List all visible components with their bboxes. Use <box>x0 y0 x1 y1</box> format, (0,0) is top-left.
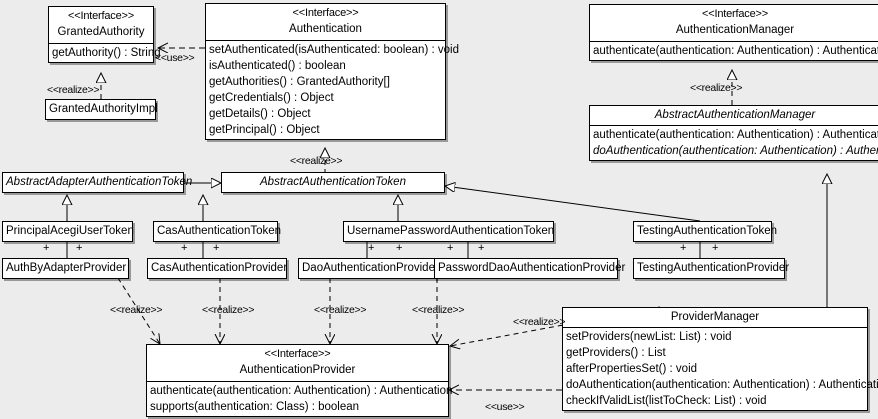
edge-label-realize-password-dao-authentication-provider: <<realize>> <box>412 304 465 316</box>
association-marker-plus: + <box>712 242 719 254</box>
method-item: supports(authentication: Class) : boolea… <box>150 401 360 413</box>
class-box-abstract-authentication-manager[interactable]: AbstractAuthenticationManager authentica… <box>589 105 878 161</box>
association-marker-plus: + <box>396 242 403 254</box>
method-item: isAuthenticated() : boolean <box>209 60 346 72</box>
class-box-authentication-manager[interactable]: <<Interface>> AuthenticationManager auth… <box>589 4 878 61</box>
class-box-testing-authentication-token[interactable]: TestingAuthenticationToken <box>633 221 778 242</box>
class-name: UsernamePasswordAuthenticationToken <box>347 225 555 237</box>
divider <box>147 381 448 382</box>
method-compartment: authenticate(authentication: Authenticat… <box>590 42 878 60</box>
method-item: getDetails() : Object <box>209 108 311 120</box>
method-compartment: authenticate(authentication: Authenticat… <box>590 126 878 160</box>
association-marker-plus: + <box>213 242 220 254</box>
class-name: ProviderManager <box>670 311 760 323</box>
class-name: TestingAuthenticationProvider <box>637 262 790 274</box>
class-name: Authentication <box>289 23 362 35</box>
stereotype-label: <<Interface>> <box>264 348 331 360</box>
class-name: AuthByAdapterProvider <box>6 262 127 274</box>
class-box-abstract-authentication-token[interactable]: AbstractAuthenticationToken <box>221 172 445 193</box>
class-name: AbstractAuthenticationManager <box>654 109 816 121</box>
edge-label-realize-abstract-authentication-manager: <<realize>> <box>690 82 743 94</box>
association-marker-plus: + <box>680 242 687 254</box>
association-marker-plus: + <box>76 242 83 254</box>
class-name: DaoAuthenticationProvider <box>302 262 439 274</box>
class-name: TestingAuthenticationToken <box>637 225 778 237</box>
association-marker-plus: + <box>447 242 454 254</box>
class-name: GrantedAuthority <box>57 26 145 38</box>
method-item: authenticate(authentication: Authenticat… <box>593 129 878 141</box>
class-name: PrincipalAcegiUserToken <box>6 225 134 237</box>
class-box-auth-by-adapter-provider[interactable]: AuthByAdapterProvider <box>2 258 129 279</box>
method-compartment: authenticate(authentication: Authenticat… <box>147 382 453 416</box>
method-item: authenticate(authentication: Authenticat… <box>150 385 453 397</box>
edge-label-realize-provider-manager: <<realize>> <box>513 316 566 328</box>
class-box-authentication-provider[interactable]: <<Interface>> AuthenticationProvider aut… <box>146 344 453 417</box>
class-box-abstract-adapter-authentication-token[interactable]: AbstractAdapterAuthenticationToken <box>2 172 193 193</box>
divider <box>563 327 867 328</box>
method-item: getProviders() : List <box>566 347 666 359</box>
class-box-authentication[interactable]: <<Interface>> Authentication setAuthenti… <box>205 3 459 140</box>
method-compartment: setProviders(newList: List) : void getPr… <box>563 328 878 410</box>
class-name: AbstractAuthenticationToken <box>260 176 406 188</box>
class-box-username-password-authentication-token[interactable]: UsernamePasswordAuthenticationToken <box>343 221 554 242</box>
class-box-testing-authentication-provider[interactable]: TestingAuthenticationProvider <box>633 258 790 279</box>
class-name: AuthenticationProvider <box>239 364 356 376</box>
class-box-password-dao-authentication-provider[interactable]: PasswordDaoAuthenticationProvider <box>434 258 626 279</box>
edge-label-use-granted-authority: <<use>> <box>155 52 195 64</box>
method-item: authenticate(authentication: Authenticat… <box>593 45 878 57</box>
class-header: <<Interface>> GrantedAuthority <box>49 7 153 43</box>
class-box-granted-authority-impl[interactable]: GrantedAuthorityImpl <box>45 99 158 120</box>
class-name: CasAuthenticationToken <box>157 225 282 237</box>
edge-label-realize-cas-authentication-provider: <<realize>> <box>202 304 255 316</box>
method-item: doAuthentication(authentication: Authent… <box>566 379 878 391</box>
stereotype-label: <<Interface>> <box>68 10 134 22</box>
association-marker-plus: + <box>43 242 50 254</box>
association-marker-plus: + <box>181 242 188 254</box>
class-header: <<Interface>> AuthenticationProvider <box>147 345 448 381</box>
class-box-granted-authority[interactable]: <<Interface>> GrantedAuthority getAuthor… <box>48 6 161 63</box>
class-box-principal-acegi-user-token[interactable]: PrincipalAcegiUserToken <box>2 221 134 242</box>
association-marker-plus: + <box>368 242 375 254</box>
method-compartment: getAuthority() : String <box>49 44 161 62</box>
class-box-provider-manager[interactable]: ProviderManager setProviders(newList: Li… <box>562 307 878 411</box>
association-marker-plus: + <box>478 242 485 254</box>
method-compartment: setAuthenticated(isAuthenticated: boolea… <box>206 41 459 139</box>
edge-label-use-provider-manager: <<use>> <box>485 401 525 413</box>
stereotype-label: <<Interface>> <box>702 8 768 20</box>
class-name: AuthenticationManager <box>675 24 795 36</box>
class-box-cas-authentication-token[interactable]: CasAuthenticationToken <box>153 221 282 242</box>
edge-label-realize-abstract-authentication-token: <<realize>> <box>290 155 343 167</box>
class-name: PasswordDaoAuthenticationProvider <box>438 262 626 274</box>
class-box-dao-authentication-provider[interactable]: DaoAuthenticationProvider <box>298 258 439 279</box>
method-item: getPrincipal() : Object <box>209 124 320 136</box>
edge-label-realize-granted-authority-impl: <<realize>> <box>47 84 100 96</box>
class-name: AbstractAdapterAuthenticationToken <box>6 176 193 188</box>
class-name: CasAuthenticationProvider <box>151 262 288 274</box>
method-item: getAuthority() : String <box>52 47 161 59</box>
divider <box>206 40 445 41</box>
method-item: getCredentials() : Object <box>209 92 334 104</box>
class-name: GrantedAuthorityImpl <box>49 103 158 115</box>
method-item: setAuthenticated(isAuthenticated: boolea… <box>209 44 459 56</box>
method-item: checkIfValidList(listToCheck: List) : vo… <box>566 395 767 407</box>
class-header: <<Interface>> AuthenticationManager <box>590 5 878 41</box>
method-item: setProviders(newList: List) : void <box>566 331 732 343</box>
method-item: getAuthorities() : GrantedAuthority[] <box>209 76 390 88</box>
stereotype-label: <<Interface>> <box>292 7 359 19</box>
method-item: afterPropertiesSet() : void <box>566 363 698 375</box>
edge-label-realize-auth-by-adapter-provider: <<realize>> <box>110 304 163 316</box>
edge-label-realize-dao-authentication-provider: <<realize>> <box>314 304 367 316</box>
divider <box>590 125 878 126</box>
divider <box>49 43 153 44</box>
method-item: doAuthentication(authentication: Authent… <box>593 145 878 157</box>
class-header: <<Interface>> Authentication <box>206 4 445 40</box>
class-box-cas-authentication-provider[interactable]: CasAuthenticationProvider <box>147 258 287 279</box>
divider <box>590 41 878 42</box>
